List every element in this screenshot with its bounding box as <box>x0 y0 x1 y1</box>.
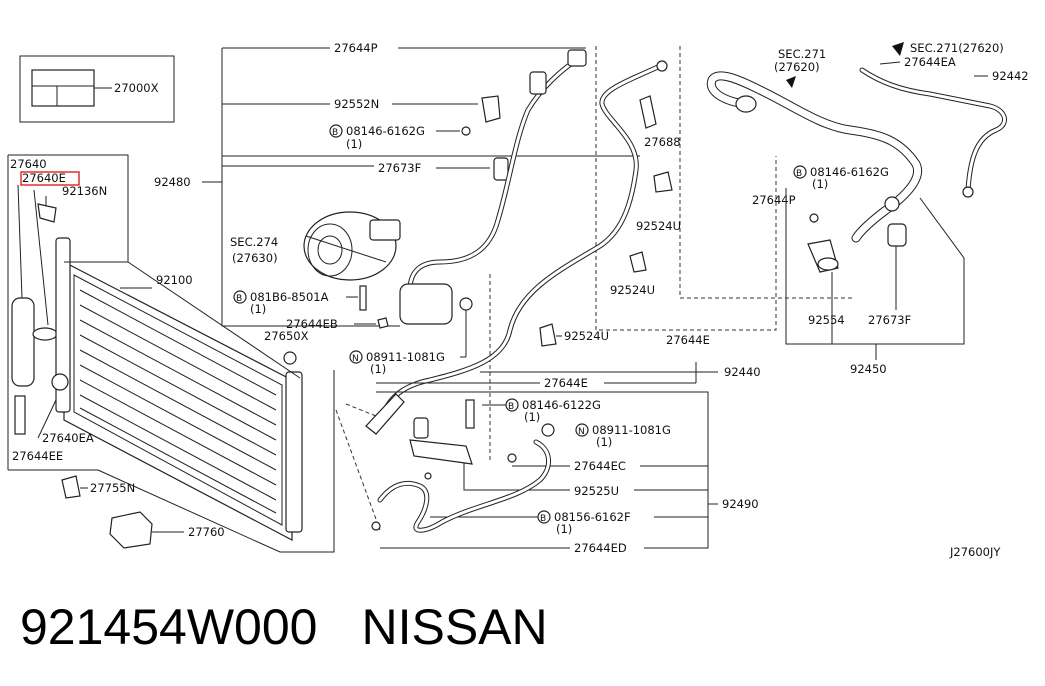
brand-name: NISSAN <box>361 599 548 655</box>
label-27620-a: (27620) <box>774 60 820 74</box>
pipe-flange-icon <box>365 393 405 435</box>
label-92450: 92450 <box>850 362 887 376</box>
svg-text:(1): (1) <box>524 410 540 424</box>
label-27640ea: 27640EA <box>42 431 94 445</box>
label-27644ee: 27644EE <box>12 449 63 463</box>
highlight-box <box>20 171 80 186</box>
svg-text:B: B <box>332 128 338 138</box>
pipe-bracket-icon <box>409 439 473 465</box>
pipe-clamp-icon-b <box>629 251 647 273</box>
pipe-clamp-icon-a <box>653 171 673 193</box>
label-92525u: 92525U <box>574 484 619 498</box>
bushing-icon <box>887 223 907 247</box>
label-27640e: 27640E <box>22 171 66 185</box>
label-27644ec: 27644EC <box>574 459 626 473</box>
ac-parts-diagram: 27000X 27640 27640E 92136N 92100 27640EA… <box>7 41 1029 559</box>
clip-icon <box>61 475 81 499</box>
label-08156-6162f: 08156-6162F <box>554 510 631 524</box>
label-27644e-a: 27644E <box>666 333 710 347</box>
svg-text:B: B <box>540 514 546 524</box>
bolt-icon-b <box>809 213 819 223</box>
label-27000x: 27000X <box>114 81 159 95</box>
label-27644p-top: 27644P <box>334 41 378 55</box>
label-92480: 92480 <box>154 175 191 189</box>
label-27688: 27688 <box>644 135 681 149</box>
label-sec271-a: SEC.271 <box>778 47 826 61</box>
label-27644ed: 27644ED <box>574 541 627 555</box>
hose-bushing-icon <box>493 157 509 181</box>
label-27640: 27640 <box>10 157 47 171</box>
bracket-icon <box>481 95 501 123</box>
compressor-bolt-icon <box>359 285 367 311</box>
condenser-icon <box>51 237 303 541</box>
arrow-icon-b <box>892 42 904 56</box>
svg-text:(1): (1) <box>346 137 362 151</box>
svg-text:(1): (1) <box>250 302 266 316</box>
bolt-icon <box>461 126 471 136</box>
pipe-clamp-icon-c <box>539 323 557 347</box>
label-27760: 27760 <box>188 525 225 539</box>
svg-text:B: B <box>508 402 514 412</box>
label-sec274: SEC.274 <box>230 235 278 249</box>
hose-fitting-icon <box>399 283 453 325</box>
label-27644eb: 27644EB <box>286 317 338 331</box>
label-92490: 92490 <box>722 497 759 511</box>
pipe-clip-icon <box>639 95 657 129</box>
label-sticker-icon <box>31 69 95 107</box>
pressure-sensor-icon <box>109 511 153 549</box>
svg-text:N: N <box>352 354 359 364</box>
compressor-icon <box>303 211 401 281</box>
label-27755n: 27755N <box>90 481 135 495</box>
label-27644ea: 27644EA <box>904 55 956 69</box>
label-92136n: 92136N <box>62 184 107 198</box>
svg-text:N: N <box>578 427 585 437</box>
label-27650x: 27650X <box>264 329 309 343</box>
drier-plug-icon <box>14 395 26 435</box>
svg-text:(1): (1) <box>370 362 386 376</box>
label-27644p-mid: 27644P <box>752 193 796 207</box>
label-92552n: 92552N <box>334 97 379 111</box>
label-box-frame <box>19 55 175 123</box>
label-92440: 92440 <box>724 365 761 379</box>
label-27673f-top: 27673F <box>378 161 421 175</box>
label-92524u-c: 92524U <box>564 329 609 343</box>
label-92524u-b: 92524U <box>610 283 655 297</box>
hose-end-icon <box>735 95 757 113</box>
label-j27600jy: J27600JY <box>949 545 1001 559</box>
label-27673f-right: 27673F <box>868 313 911 327</box>
label-92524u-a: 92524U <box>636 219 681 233</box>
mount-rubber-icon <box>283 351 297 365</box>
switch-sensor-icon <box>37 203 57 223</box>
part-caption: 921454W000 NISSAN <box>20 598 548 656</box>
svg-text:(1): (1) <box>596 435 612 449</box>
nut-icon <box>459 297 473 311</box>
label-08911-1081g-a: 08911-1081G <box>366 350 445 364</box>
label-sec271-b: SEC.271(27620) <box>910 41 1004 55</box>
bracket-clamp-icon <box>32 327 58 341</box>
arrow-icon-a <box>786 76 796 88</box>
label-081b6-8501a: 081B6-8501A <box>250 290 329 304</box>
label-08146-6162g-b: 08146-6162G <box>810 165 889 179</box>
label-08911-1081g-b: 08911-1081G <box>592 423 671 437</box>
label-08146-6162g-a: 08146-6162G <box>346 124 425 138</box>
label-08146-6122g: 08146-6122G <box>522 398 601 412</box>
receiver-drier-icon <box>11 297 35 387</box>
svg-text:B: B <box>796 169 802 179</box>
o-ring-icon <box>377 317 389 329</box>
label-92100: 92100 <box>156 273 193 287</box>
svg-text:(1): (1) <box>812 177 828 191</box>
label-27644e-b: 27644E <box>544 376 588 390</box>
svg-text:B: B <box>236 294 242 304</box>
svg-text:(1): (1) <box>556 522 572 536</box>
label-92442: 92442 <box>992 69 1029 83</box>
label-92554: 92554 <box>808 313 845 327</box>
bolt-long-icon <box>465 399 475 429</box>
nut-icon-b <box>541 423 555 437</box>
part-number: 921454W000 <box>20 599 318 655</box>
label-27630: (27630) <box>232 251 278 265</box>
pipe-seal-icon <box>413 417 429 439</box>
